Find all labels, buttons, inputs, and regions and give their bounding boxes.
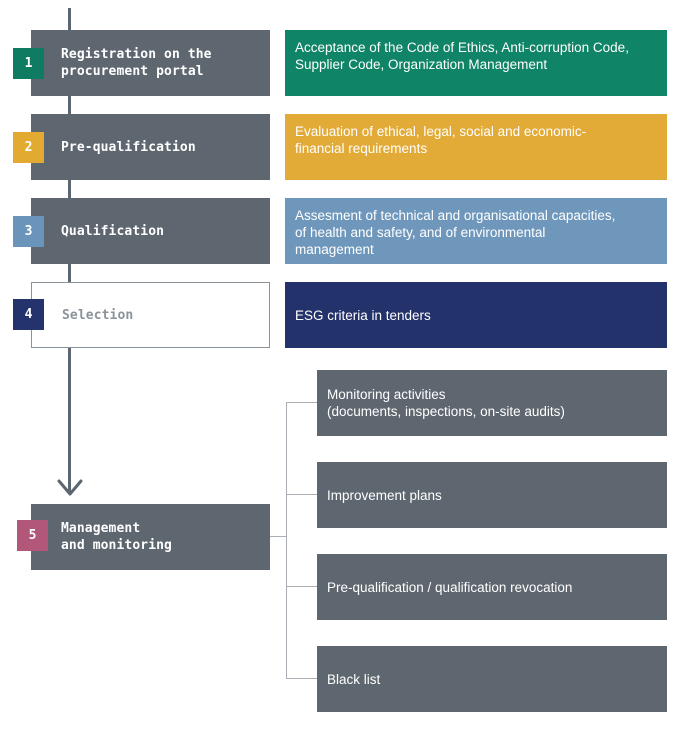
step-management-monitoring: Management and monitoring: [31, 504, 270, 570]
step-registration: Registration on the procurement portal: [31, 30, 270, 96]
qualification-revocation-box: Pre-qualification / qualification revoca…: [317, 554, 667, 620]
arrow-down-icon: [57, 479, 83, 496]
step-selection: Selection: [31, 282, 270, 348]
step-label: Registration on the procurement portal: [61, 47, 212, 79]
step-label: Qualification: [61, 223, 165, 239]
improvement-plans-box: Improvement plans: [317, 462, 667, 528]
bracket-connector: [286, 678, 317, 679]
step-label: Pre-qualification: [61, 139, 196, 155]
bracket-connector: [286, 402, 317, 403]
step-description: Evaluation of ethical, legal, social and…: [285, 114, 667, 180]
step-number-badge: 1: [13, 48, 44, 79]
step-number-badge: 5: [17, 520, 48, 551]
step-number-badge: 4: [13, 299, 44, 330]
step-qualification: Qualification: [31, 198, 270, 264]
monitoring-activities-box: Monitoring activities (documents, inspec…: [317, 370, 667, 436]
bracket-connector: [286, 402, 287, 678]
step-label: Selection: [62, 307, 134, 323]
bracket-connector: [286, 494, 317, 495]
step-description: ESG criteria in tenders: [285, 282, 667, 348]
step-label: Management and monitoring: [61, 521, 172, 553]
black-list-box: Black list: [317, 646, 667, 712]
bracket-connector: [270, 536, 287, 537]
step-number-badge: 3: [13, 216, 44, 247]
bracket-connector: [286, 586, 317, 587]
step-description: Assesment of technical and organisationa…: [285, 198, 667, 264]
step-description: Acceptance of the Code of Ethics, Anti-c…: [285, 30, 667, 96]
step-pre-qualification: Pre-qualification: [31, 114, 270, 180]
step-number-badge: 2: [13, 132, 44, 163]
